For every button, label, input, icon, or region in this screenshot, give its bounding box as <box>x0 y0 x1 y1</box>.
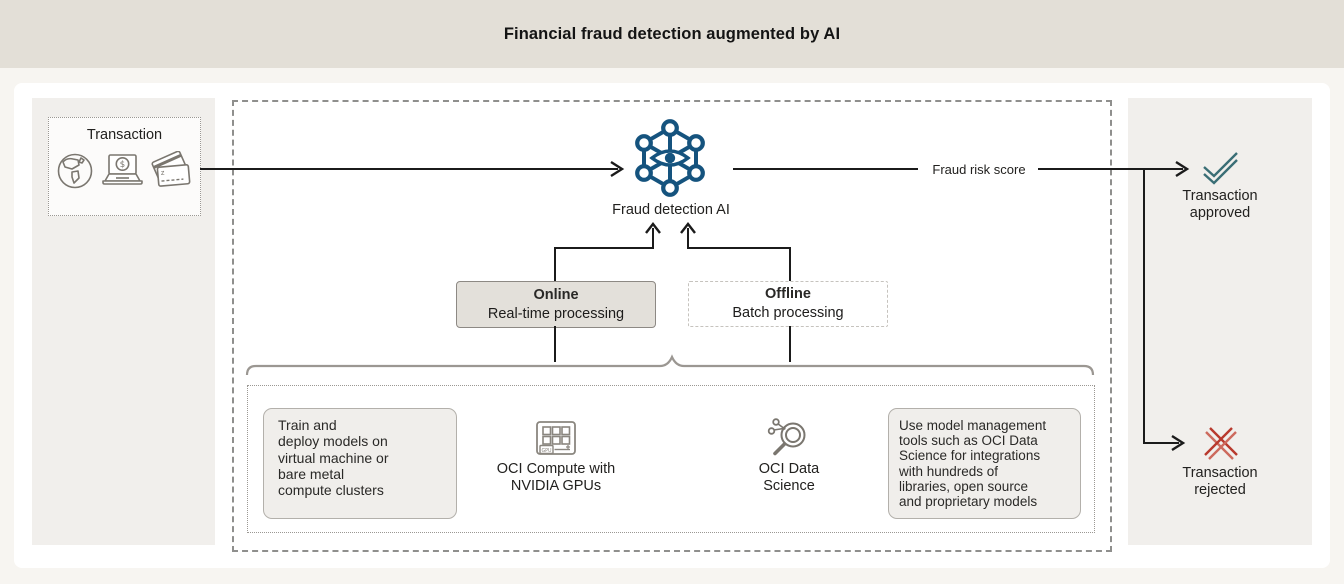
laptop-payment-icon: $ <box>102 154 143 185</box>
globe-icon <box>57 153 93 189</box>
approved-label: Transaction approved <box>1182 188 1258 221</box>
ai-node-label: Fraud detection AI <box>612 202 730 218</box>
processing-boundary <box>232 100 1112 552</box>
infrastructure-boundary <box>247 385 1095 533</box>
online-title: Online <box>533 286 579 303</box>
model-note-box: Use model management tools such as OCI D… <box>888 408 1081 519</box>
data-science-magnifier-icon <box>767 418 806 456</box>
transaction-icons: $ z <box>54 150 195 192</box>
risk-score-label: Fraud risk score <box>932 162 1026 177</box>
online-subtitle: Real-time processing <box>487 305 625 322</box>
double-x-icon <box>1204 427 1238 460</box>
transaction-label: Transaction <box>86 127 163 143</box>
offline-subtitle: Batch processing <box>732 305 844 321</box>
title-banner: Financial fraud detection augmented by A… <box>0 0 1344 68</box>
double-check-icon <box>1203 152 1238 185</box>
svg-text:z: z <box>160 169 165 177</box>
svg-text:$: $ <box>120 160 125 170</box>
online-processing-box: Online Real-time processing <box>456 281 656 328</box>
rejected-label: Transaction rejected <box>1182 465 1258 498</box>
credit-cards-icon: z <box>151 151 191 187</box>
train-note-box: Train and deploy models on virtual machi… <box>263 408 457 519</box>
gpu-item-label: OCI Compute with NVIDIA GPUs <box>496 461 616 494</box>
offline-title: Offline <box>765 286 811 302</box>
transaction-source-box: Transaction $ <box>48 117 201 216</box>
gpu-icon: GPU <box>536 421 576 455</box>
data-science-item-label: OCI Data Science <box>758 461 820 494</box>
ai-network-eye-icon <box>635 119 705 197</box>
offline-processing-box: Offline Batch processing <box>688 281 888 327</box>
svg-text:GPU: GPU <box>541 448 552 454</box>
page-title: Financial fraud detection augmented by A… <box>503 24 841 43</box>
